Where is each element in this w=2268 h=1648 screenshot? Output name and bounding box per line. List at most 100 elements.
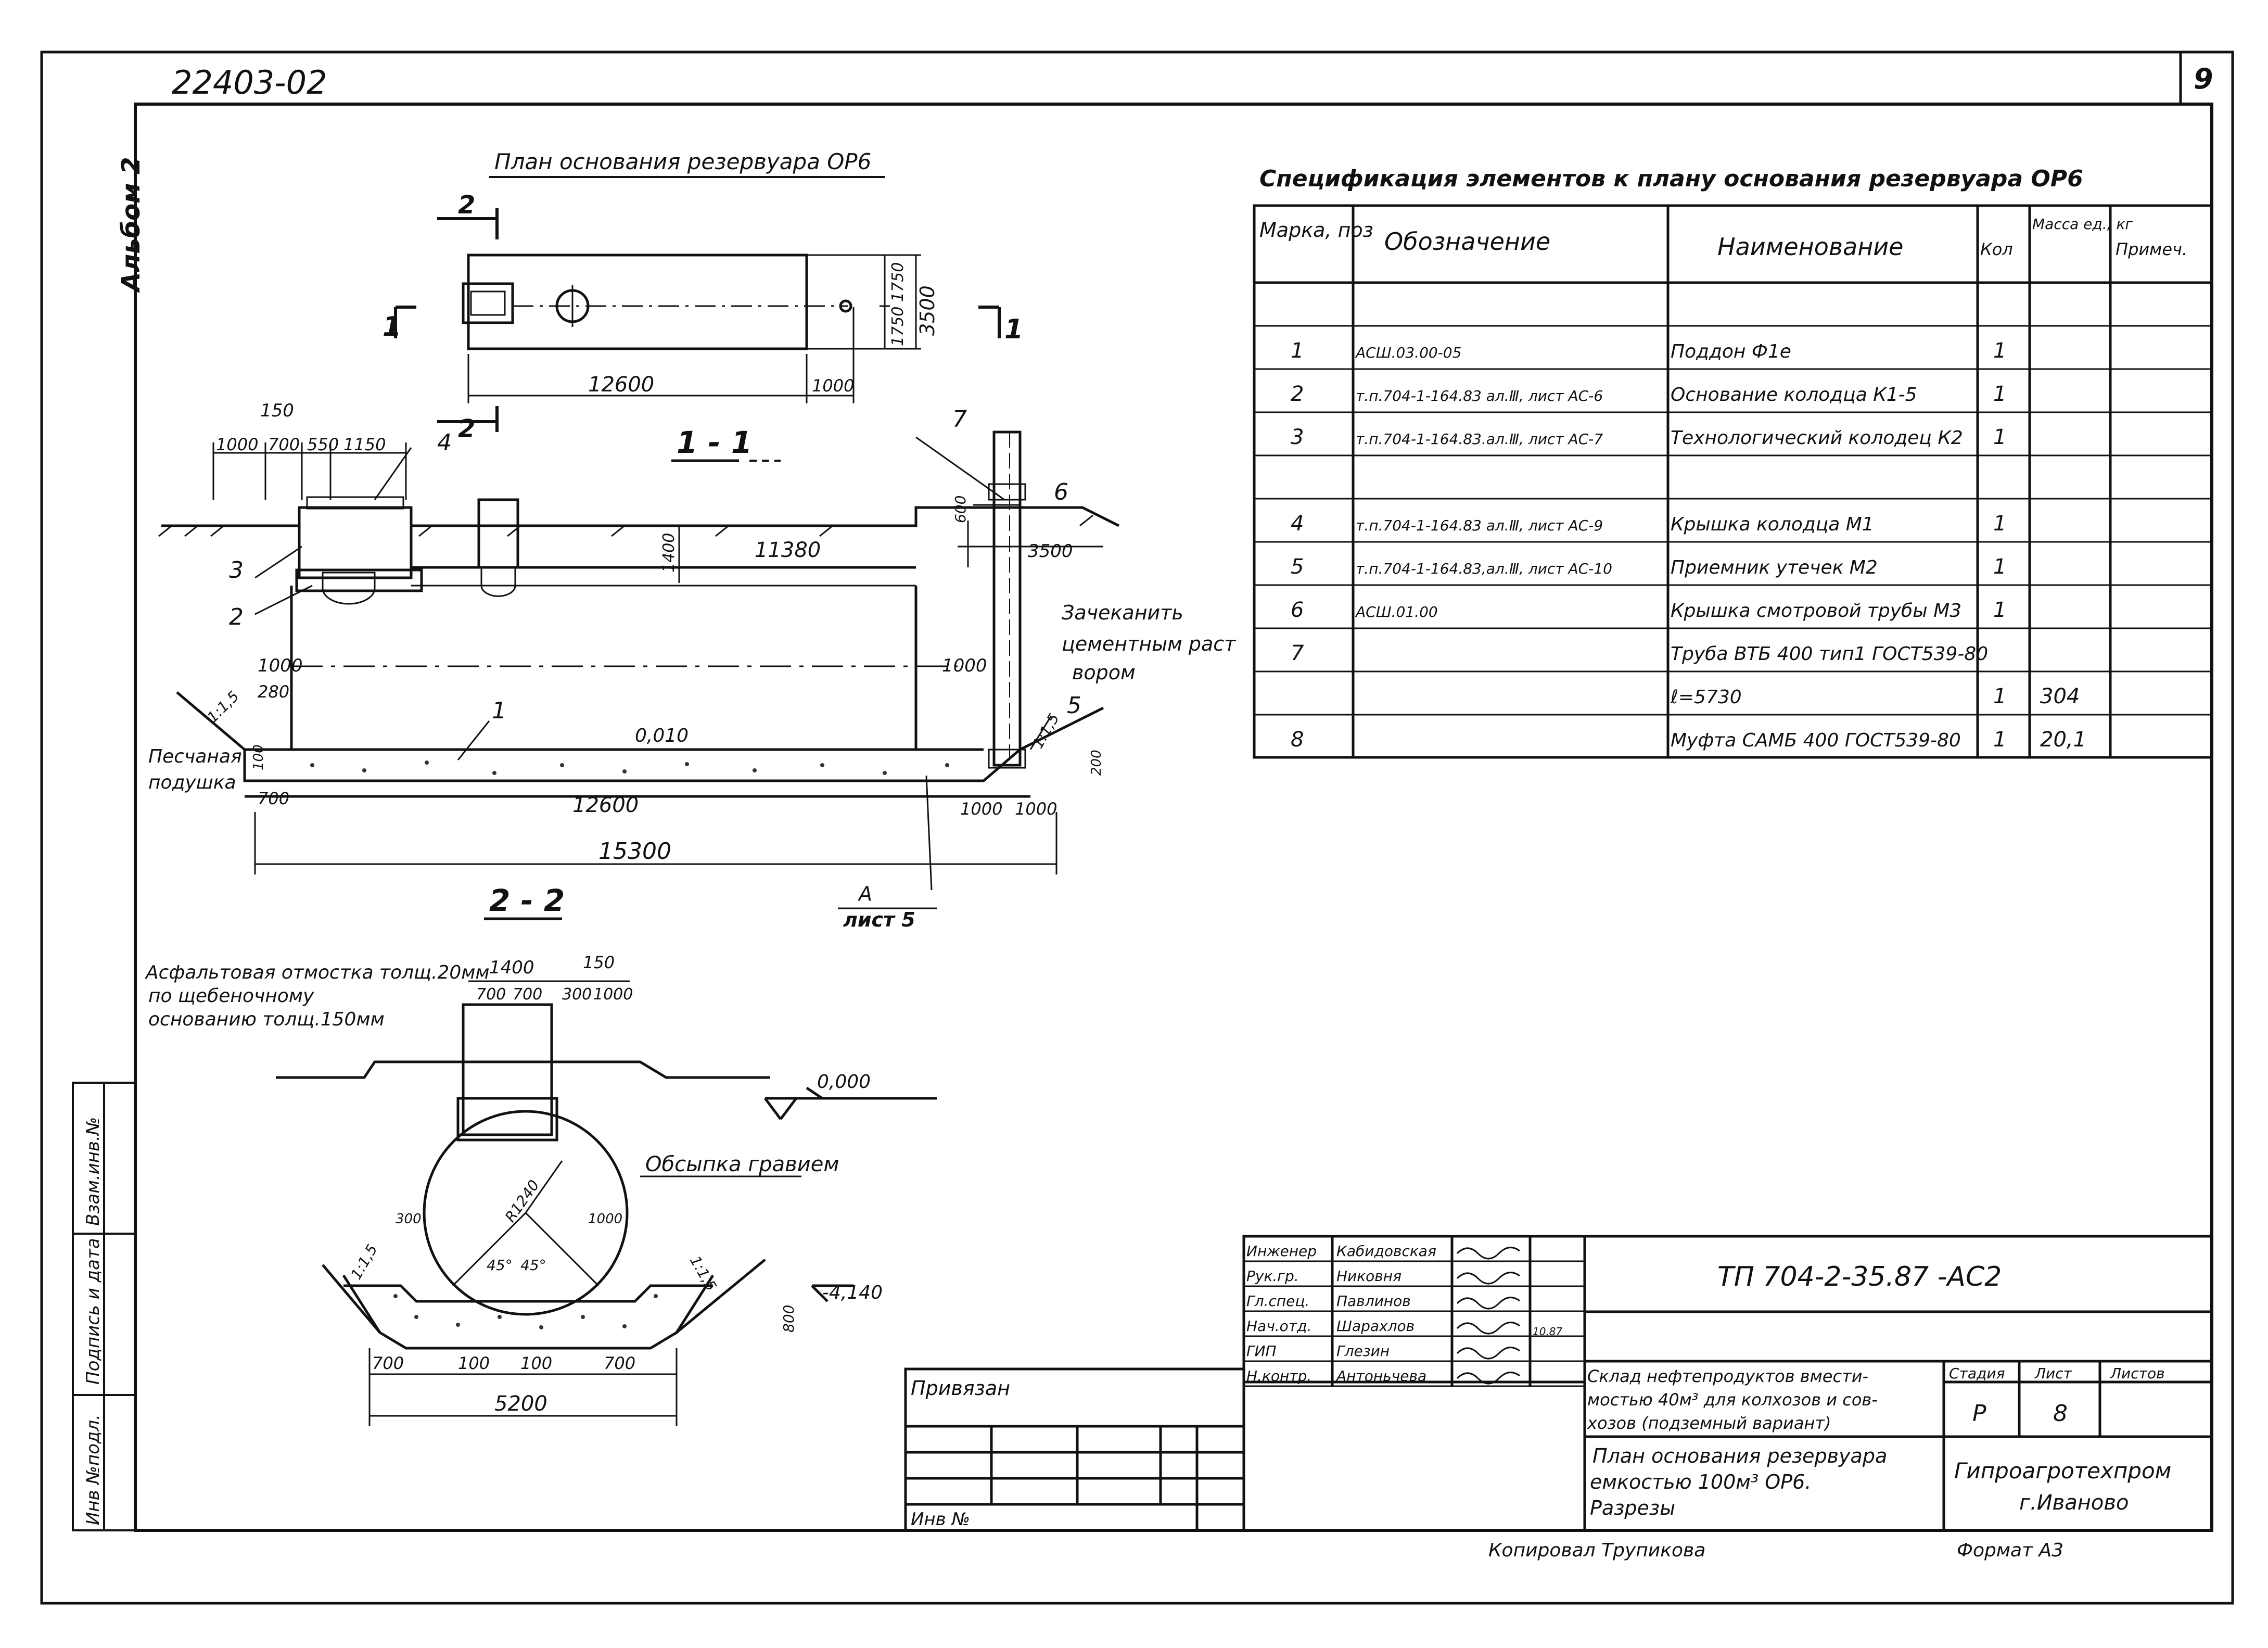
section11-dim-15300: 15300 (598, 838, 671, 865)
section11-dim-280: 280 (258, 682, 289, 702)
spec-cell-name: Технологический колодец К2 (1671, 427, 1963, 449)
plan-dim-length: 12600 (588, 373, 654, 397)
asphalt-note-2: по щебеночному (148, 985, 314, 1007)
spec-cell-des: АСШ.03.00-05 (1355, 344, 1461, 361)
spec-cell-des: т.п.704-1-164.83,ал.Ⅲ, лист АС-10 (1356, 560, 1612, 577)
section11-dim-200: 200 (1089, 750, 1104, 776)
sand-cushion-pattern (310, 760, 949, 775)
section-1-1: 1 - 1 (148, 400, 1237, 931)
sheet-value: 8 (2053, 1400, 2068, 1427)
plan-dim-1750-a: 1750 (889, 262, 907, 302)
spec-col-qty: Кол (1980, 239, 2013, 259)
spec-col-pos: Марка, поз (1259, 219, 1373, 242)
section11-dim-100: 100 (251, 744, 266, 770)
stamp-inv-podl: Инв №подл. (83, 1414, 104, 1525)
plan-tank-outline (467, 253, 808, 350)
spec-cell-des: т.п.704-1-164.83 ал.Ⅲ, лист АС-6 (1356, 387, 1603, 404)
plan-dim-3500: 3500 (916, 285, 939, 336)
callout-5: 5 (1067, 692, 1081, 719)
spec-cell-name: Приемник утечек М2 (1671, 557, 1878, 578)
gravel-label: Обсыпка гравием (645, 1152, 839, 1176)
section22-dim-150: 150 (583, 953, 615, 972)
spec-cell-name: Муфта САМБ 400 ГОСТ539-80 (1671, 730, 1961, 751)
section22-title: 2 - 2 (489, 883, 565, 918)
section11-dim-1000: 1000 (216, 435, 258, 454)
project-desc-3: хозов (подземный вариант) (1587, 1413, 1831, 1433)
signer-name: Шарахлов (1336, 1317, 1415, 1335)
section11-dim-11380: 11380 (755, 538, 821, 562)
sheet-header: Лист (2034, 1365, 2072, 1382)
section11-dim-12600: 12600 (572, 793, 639, 817)
stamp-signature-date: Подпись и дата (83, 1238, 104, 1385)
signature-mark (1456, 1297, 1520, 1310)
spec-cell-name: Поддон Ф1е (1671, 341, 1791, 362)
section22-dim-700-l: 700 (372, 1353, 404, 1373)
signature-mark (1456, 1347, 1520, 1360)
signature-mark (1456, 1247, 1520, 1260)
spec-cell-mass: 20,1 (2040, 728, 2086, 752)
asphalt-note-1: Асфальтовая отмостка толщ.20мм (145, 962, 490, 983)
level-bottom: -4,140 (822, 1282, 883, 1303)
sheet-title-3: Разрезы (1590, 1497, 1675, 1519)
signer-role: Инженер (1246, 1243, 1317, 1260)
section22-dim-700-b: 700 (513, 985, 542, 1004)
side-stamp: Инв №подл. Подпись и дата Взам.инв.№ (72, 1082, 136, 1531)
seal-note-2: цементным раст (1062, 632, 1237, 655)
signer-name: Антоньчева (1335, 1367, 1426, 1385)
asphalt-note-3: основанию толщ.150мм (148, 1009, 385, 1030)
spec-cell-pos: 7 (1291, 641, 1304, 665)
spec-cell-pos: 3 (1291, 425, 1304, 449)
section11-title: 1 - 1 (677, 425, 752, 460)
level-top: 0,000 (817, 1071, 871, 1093)
sand-label-1: Песчаная (148, 746, 242, 767)
doc-number: 22403-02 (172, 64, 327, 102)
inv-label: Инв № (911, 1509, 970, 1530)
section11-dim-1150: 1150 (343, 435, 386, 454)
spec-cell-des: т.п.704-1-164.83.ал.Ⅲ, лист АС-7 (1356, 430, 1603, 448)
seal-note-1: Зачеканить (1062, 601, 1183, 624)
section-mark-2-bottom: 2 (458, 414, 475, 443)
signer-name: Кабидовская (1336, 1243, 1436, 1260)
seal-note-3: вором (1072, 661, 1136, 684)
spec-col-note: Примеч. (2116, 239, 2187, 259)
spec-cell-name: Крышка колодца М1 (1671, 514, 1874, 535)
tank-cross-section (423, 1110, 629, 1316)
section22-dim-700-a: 700 (476, 985, 506, 1004)
sheet-title-1: План основания резервуара (1592, 1444, 1887, 1467)
spec-cell-name: Основание колодца К1-5 (1671, 384, 1917, 405)
spec-cell-des: т.п.704-1-164.83 ал.Ⅲ, лист АС-9 (1356, 517, 1603, 534)
spec-cell-qty: 1 (1993, 555, 2006, 579)
spec-cell-pos: 1 (1291, 339, 1304, 363)
section22-dim-1400: 1400 (489, 957, 534, 978)
section22-dim-300-l: 300 (396, 1211, 422, 1227)
slope-left: 1:1,5 (204, 688, 243, 726)
signer-name: Никовня (1336, 1267, 1401, 1285)
section22-dim-5200: 5200 (494, 1392, 547, 1416)
section11-dim-3500: 3500 (1028, 541, 1073, 562)
spec-cell-mass: 304 (2040, 684, 2080, 708)
album-label: Альбом 2 (117, 157, 146, 294)
project-code: ТП 704-2-35.87 -АС2 (1717, 1261, 2002, 1292)
signer-name: Павлинов (1336, 1292, 1411, 1310)
sheets-header: Листов (2110, 1365, 2165, 1382)
signature-mark (1456, 1272, 1520, 1285)
signer-role: Рук.гр. (1246, 1267, 1299, 1285)
section-mark-1-left: 1 (383, 311, 401, 343)
spec-col-designation: Обозначение (1384, 227, 1550, 256)
project-desc-2: мостью 40м³ для колхозов и сов- (1587, 1390, 1878, 1410)
signer-date: 10.87 (1533, 1325, 1563, 1338)
signer-role: Гл.спец. (1246, 1292, 1309, 1310)
stage-value: Р (1972, 1400, 1986, 1427)
gravel-pattern (393, 1294, 658, 1329)
section11-dim-600: 600 (952, 496, 969, 523)
plan-well-k2 (462, 282, 514, 324)
angle-right: 45° (520, 1257, 546, 1274)
plan-dim-1000: 1000 (812, 376, 854, 396)
section-mark-1-right: 1 (1004, 314, 1023, 345)
ref-label-sheet: лист 5 (843, 908, 915, 931)
org-city: г.Иваново (2019, 1491, 2129, 1515)
spec-cell-pos: 2 (1291, 382, 1304, 406)
spec-cell-qty: 1 (1993, 339, 2006, 363)
format-label: Формат А3 (1957, 1540, 2063, 1561)
